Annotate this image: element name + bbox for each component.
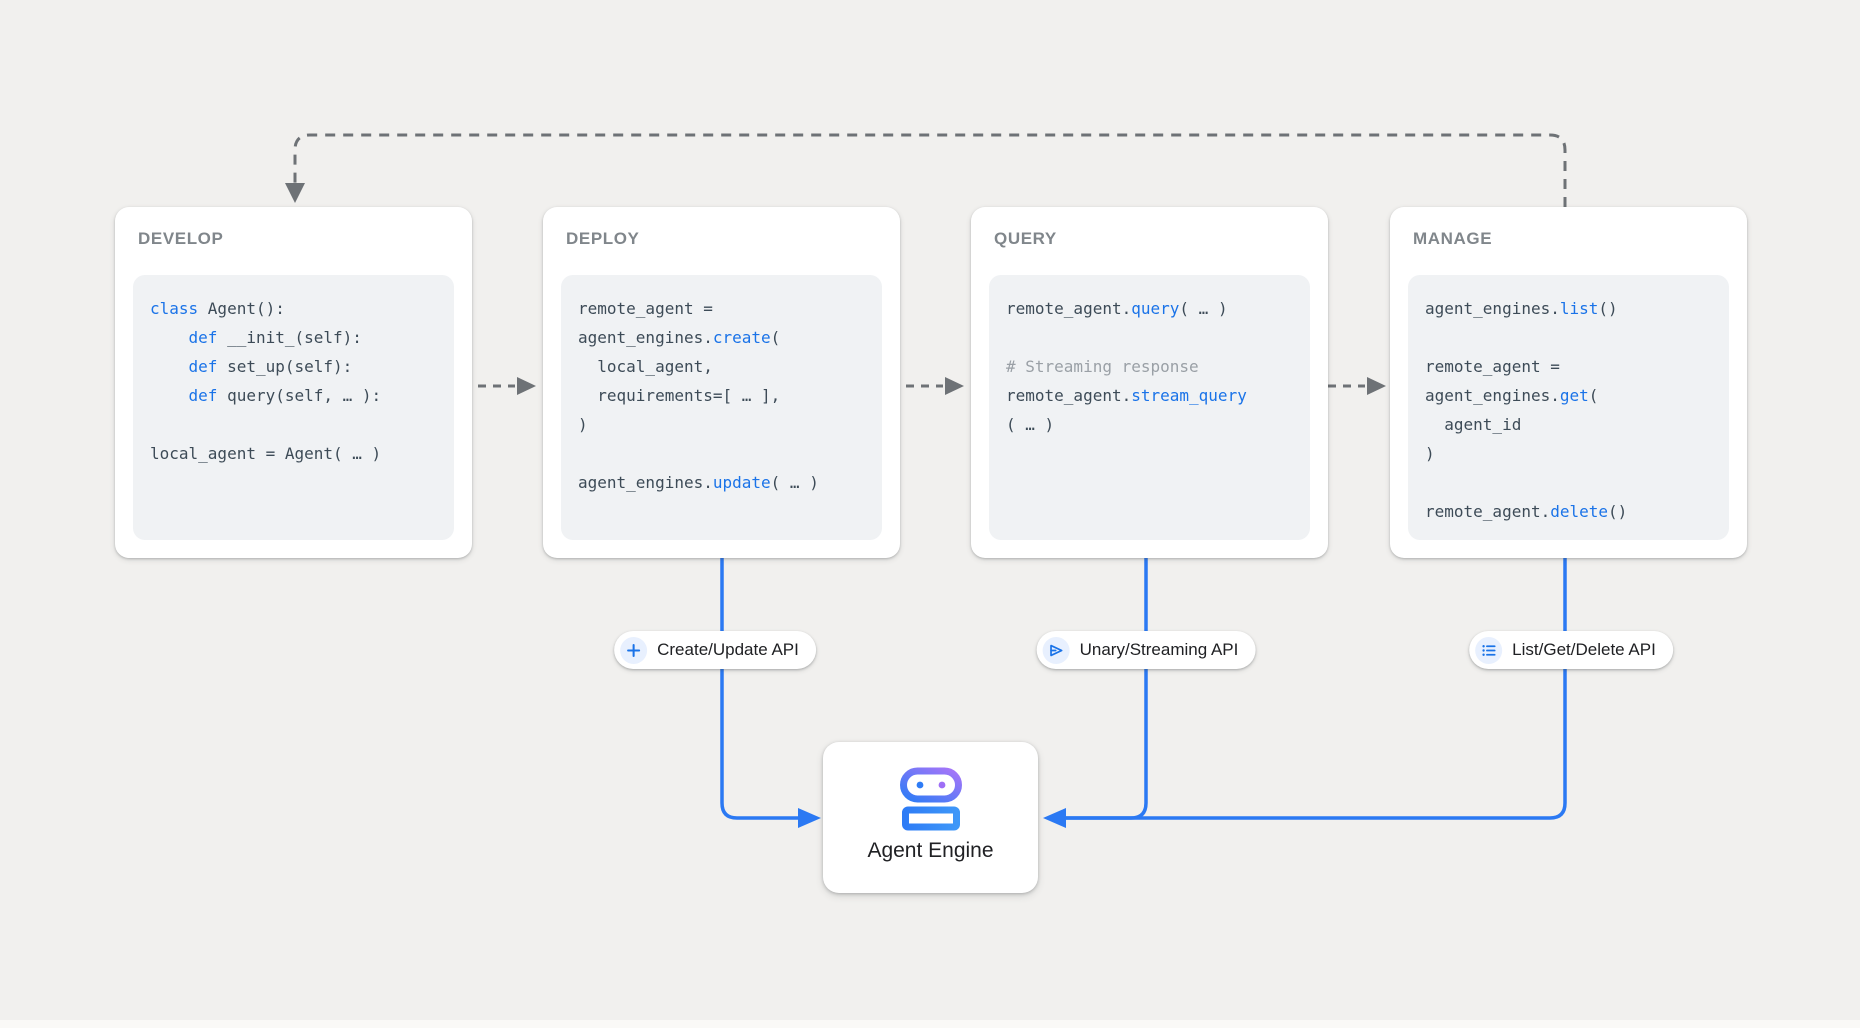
manage-to-engine-line bbox=[1066, 558, 1567, 820]
streaming-icon bbox=[1042, 636, 1070, 664]
manage-title: MANAGE bbox=[1413, 229, 1493, 248]
code-line: remote_agent.stream_query bbox=[1006, 386, 1247, 405]
code-line: ) bbox=[1425, 444, 1435, 463]
develop-title: DEVELOP bbox=[138, 229, 224, 248]
engine-right-arrowhead bbox=[1043, 808, 1066, 828]
code-line: ( … ) bbox=[1006, 415, 1055, 434]
code-line: remote_agent = bbox=[1425, 357, 1560, 376]
deploy-card: DEPLOY remote_agent = agent_engines.creat… bbox=[543, 207, 900, 558]
deploy-title: DEPLOY bbox=[566, 229, 640, 248]
list-get-delete-api-pill: List/Get/Delete API bbox=[1469, 631, 1673, 669]
feedback-loop-arrowhead bbox=[285, 183, 305, 203]
code-line: agent_engines.create( bbox=[578, 328, 781, 347]
feedback-loop-dashed-line bbox=[293, 133, 1567, 207]
manage-card: MANAGE agent_engines.list() remote_agent… bbox=[1390, 207, 1747, 558]
code-line: agent_engines.get( bbox=[1425, 386, 1599, 405]
unary-streaming-api-pill: Unary/Streaming API bbox=[1036, 631, 1256, 669]
code-line: requirements=[ … ], bbox=[578, 386, 781, 405]
agent-engine-box: Agent Engine bbox=[823, 742, 1038, 893]
query-to-engine-line bbox=[1066, 558, 1148, 820]
plus-icon bbox=[620, 636, 648, 664]
engine-left-arrowhead bbox=[798, 808, 821, 828]
code-line bbox=[1425, 468, 1729, 497]
code-line: remote_agent.query( … ) bbox=[1006, 299, 1228, 318]
code-line: def set_up(self): bbox=[188, 357, 353, 376]
code-line: local_agent = Agent( … ) bbox=[150, 444, 382, 463]
bottom-strip bbox=[0, 1020, 1860, 1028]
code-line: agent_engines.update( … ) bbox=[578, 473, 819, 492]
pill-label: Unary/Streaming API bbox=[1079, 640, 1239, 659]
code-line: # Streaming response bbox=[1006, 357, 1199, 376]
code-line: ) bbox=[578, 415, 588, 434]
code-line: remote_agent.delete() bbox=[1425, 502, 1628, 521]
manage-code-block: agent_engines.list() remote_agent = agent… bbox=[1408, 275, 1729, 540]
query-title: QUERY bbox=[994, 229, 1057, 248]
code-line bbox=[150, 410, 454, 439]
code-line: remote_agent = bbox=[578, 299, 713, 318]
robot-icon bbox=[899, 767, 962, 831]
query-card: QUERY remote_agent.query( … ) # Streamin… bbox=[971, 207, 1328, 558]
code-line: class Agent(): bbox=[150, 299, 285, 318]
code-line bbox=[1425, 323, 1729, 352]
develop-card: DEVELOP class Agent(): def __init_(self)… bbox=[115, 207, 472, 558]
code-line: def __init_(self): bbox=[188, 328, 362, 347]
deploy-to-engine-line bbox=[720, 558, 798, 820]
query-code-block: remote_agent.query( … ) # Streaming resp… bbox=[989, 275, 1310, 540]
create-update-api-pill: Create/Update API bbox=[614, 631, 816, 669]
code-line: local_agent, bbox=[578, 357, 713, 376]
develop-code-block: class Agent(): def __init_(self): def se… bbox=[133, 275, 454, 540]
code-line: agent_id bbox=[1425, 415, 1522, 434]
code-line: agent_engines.list() bbox=[1425, 299, 1618, 318]
code-line bbox=[1006, 323, 1310, 352]
code-line bbox=[578, 439, 882, 468]
deploy-code-block: remote_agent = agent_engines.create( loca… bbox=[561, 275, 882, 540]
pill-label: List/Get/Delete API bbox=[1512, 640, 1656, 659]
list-icon bbox=[1475, 636, 1503, 664]
pill-label: Create/Update API bbox=[657, 640, 799, 659]
code-line: def query(self, … ): bbox=[188, 386, 382, 405]
agent-engine-label: Agent Engine bbox=[867, 839, 994, 862]
